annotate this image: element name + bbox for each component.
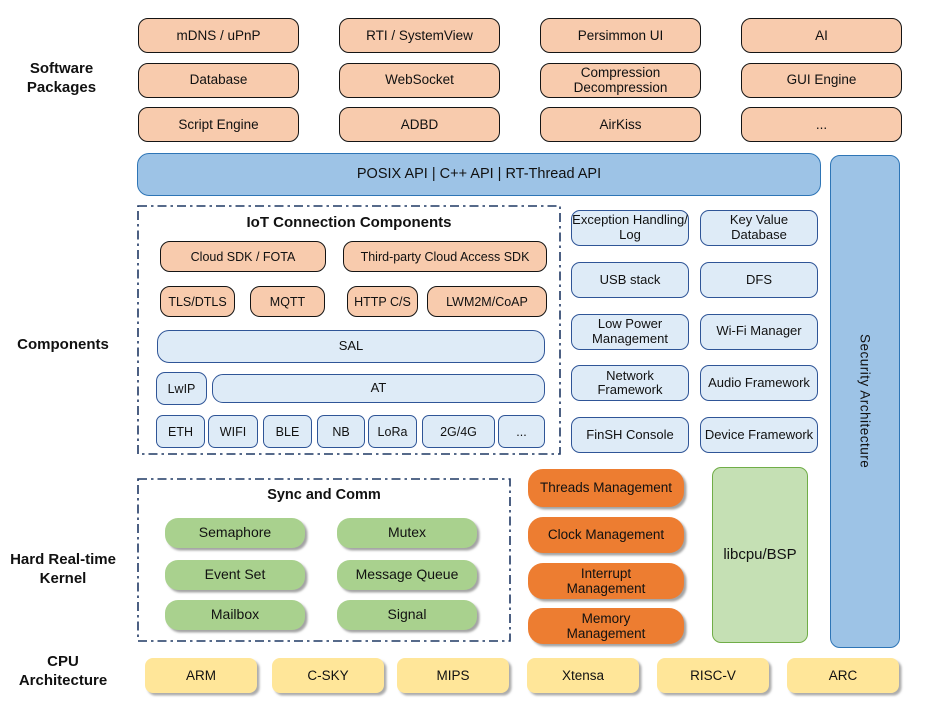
section-label-components: Components bbox=[17, 336, 109, 353]
iot-connection-components-group: IoT Connection Components Cloud SDK / FO… bbox=[137, 205, 561, 455]
section-label-software-packages: Software Packages bbox=[26, 60, 97, 96]
package-box: ADBD bbox=[339, 107, 500, 142]
component-box: USB stack bbox=[571, 261, 689, 298]
component-services-grid: Exception Handling/ Log Key Value Databa… bbox=[571, 210, 818, 454]
component-box: Device Framework bbox=[700, 417, 818, 454]
protocol-box: TLS/DTLS bbox=[160, 286, 235, 317]
component-box: Audio Framework bbox=[700, 365, 818, 402]
section-label-cpu-architecture: CPU Architecture bbox=[18, 653, 108, 689]
sync-box: Mailbox bbox=[165, 600, 305, 630]
iot-connection-components-title: IoT Connection Components bbox=[246, 214, 452, 231]
cpu-box: RISC-V bbox=[657, 658, 769, 693]
sal-box: SAL bbox=[157, 330, 545, 363]
software-packages-grid: mDNS / uPnP RTI / SystemView Persimmon U… bbox=[138, 18, 902, 142]
management-box: Memory Management bbox=[528, 608, 684, 644]
sync-box: Message Queue bbox=[337, 560, 477, 590]
link-box: ETH bbox=[156, 415, 205, 448]
component-box: DFS bbox=[700, 261, 818, 298]
sync-and-comm-title: Sync and Comm bbox=[267, 487, 381, 503]
component-box: Key Value Database bbox=[700, 210, 818, 246]
management-box: Interrupt Management bbox=[528, 563, 684, 599]
package-box: ... bbox=[741, 107, 902, 142]
link-box: WIFI bbox=[208, 415, 258, 448]
component-box: FinSH Console bbox=[571, 417, 689, 454]
section-label-kernel: Hard Real-time Kernel bbox=[10, 551, 116, 587]
cpu-box: ARM bbox=[145, 658, 257, 693]
cpu-box: ARC bbox=[787, 658, 899, 693]
libcpu-bsp-box: libcpu/BSP bbox=[712, 467, 808, 643]
sync-box: Signal bbox=[337, 600, 477, 630]
link-box: LoRa bbox=[368, 415, 417, 448]
management-box: Threads Management bbox=[528, 469, 684, 507]
link-box: 2G/4G bbox=[422, 415, 495, 448]
component-box: Network Framework bbox=[571, 365, 689, 402]
sync-and-comm-group: Sync and Comm Semaphore Mutex Event Set … bbox=[137, 478, 511, 642]
api-bar: POSIX API | C++ API | RT-Thread API bbox=[137, 153, 821, 196]
security-architecture-label: Security Architecture bbox=[857, 334, 873, 469]
sync-box: Semaphore bbox=[165, 518, 305, 548]
dashed-border bbox=[137, 478, 511, 642]
third-party-cloud-box: Third-party Cloud Access SDK bbox=[343, 241, 547, 272]
cpu-box: MIPS bbox=[397, 658, 509, 693]
cpu-box: Xtensa bbox=[527, 658, 639, 693]
package-box: mDNS / uPnP bbox=[138, 18, 299, 53]
sync-box: Event Set bbox=[165, 560, 305, 590]
protocol-box: HTTP C/S bbox=[347, 286, 418, 317]
package-box: WebSocket bbox=[339, 62, 500, 98]
component-box: Exception Handling/ Log bbox=[571, 210, 689, 246]
package-box: Database bbox=[138, 62, 299, 98]
package-box: AI bbox=[741, 18, 902, 53]
sync-box: Mutex bbox=[337, 518, 477, 548]
package-box: Compression Decompression bbox=[540, 62, 701, 98]
link-box: NB bbox=[317, 415, 365, 448]
package-box: RTI / SystemView bbox=[339, 18, 500, 53]
protocol-box: MQTT bbox=[250, 286, 325, 317]
lwip-box: LwIP bbox=[156, 372, 207, 405]
package-box: Script Engine bbox=[138, 107, 299, 142]
cloud-sdk-box: Cloud SDK / FOTA bbox=[160, 241, 326, 272]
package-box: GUI Engine bbox=[741, 62, 902, 98]
management-box: Clock Management bbox=[528, 517, 684, 553]
protocol-box: LWM2M/CoAP bbox=[427, 286, 547, 317]
link-box: BLE bbox=[263, 415, 312, 448]
cpu-box: C-SKY bbox=[272, 658, 384, 693]
at-box: AT bbox=[212, 374, 545, 403]
dashed-border bbox=[137, 205, 561, 455]
package-box: Persimmon UI bbox=[540, 18, 701, 53]
security-architecture-bar: Security Architecture bbox=[830, 155, 900, 648]
link-box: ... bbox=[498, 415, 545, 448]
package-box: AirKiss bbox=[540, 107, 701, 142]
component-box: Low Power Management bbox=[571, 313, 689, 350]
component-box: Wi-Fi Manager bbox=[700, 313, 818, 350]
